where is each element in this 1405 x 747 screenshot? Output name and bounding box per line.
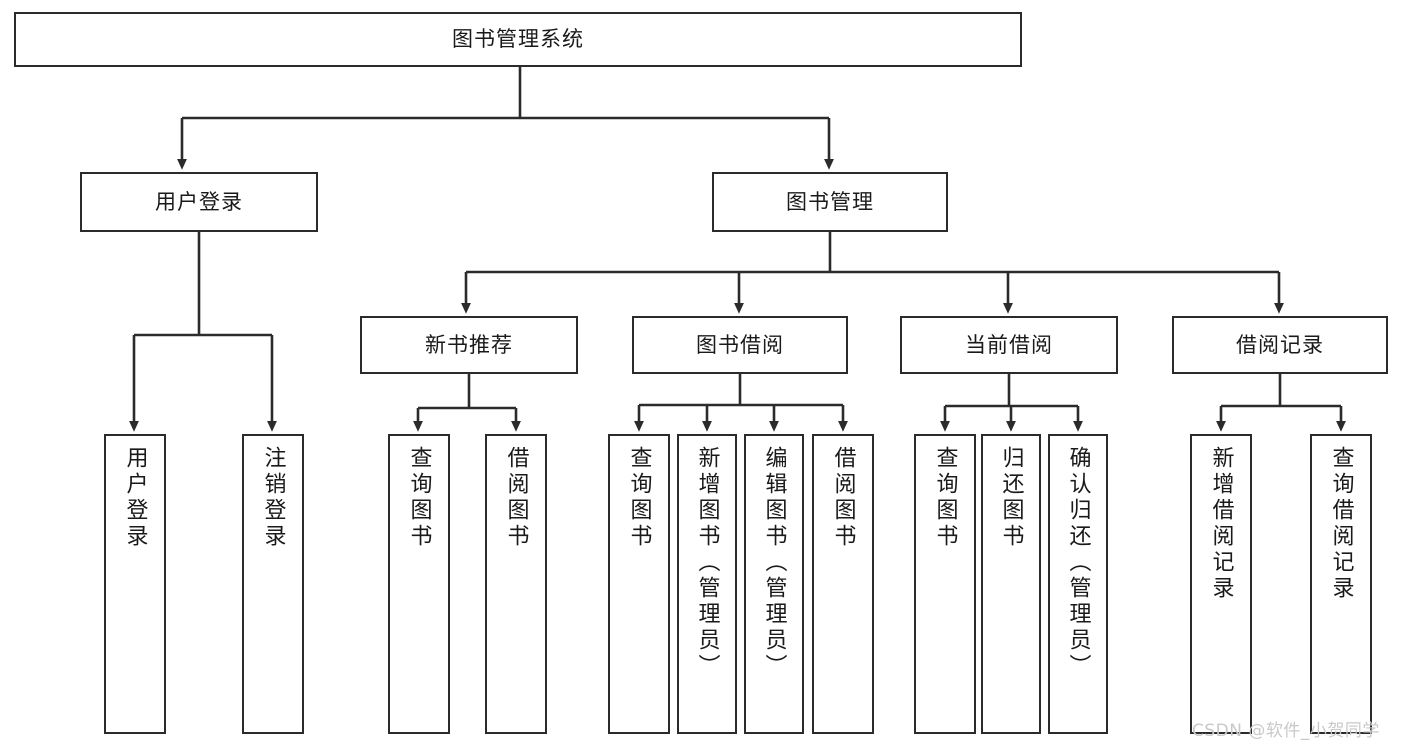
leaf-query-book-borrow[interactable]: 查询图书 (608, 434, 670, 734)
node-label: 新增借阅记录 (1208, 446, 1234, 602)
leaf-add-book-admin[interactable]: 新增图书（管理员） (677, 434, 737, 734)
node-root-system[interactable]: 图书管理系统 (14, 12, 1022, 67)
node-label: 归还图书 (998, 446, 1024, 550)
csdn-watermark: CSDN @软件_小贺同学 (1192, 721, 1380, 741)
node-label: 注销登录 (260, 446, 286, 550)
leaf-query-book-current[interactable]: 查询图书 (914, 434, 976, 734)
node-label: 查询借阅记录 (1328, 446, 1354, 602)
node-label: 用户登录 (122, 446, 148, 550)
node-user-login[interactable]: 用户登录 (80, 172, 318, 232)
node-label: 借阅记录 (1236, 332, 1324, 357)
leaf-edit-book-admin[interactable]: 编辑图书（管理员） (744, 434, 804, 734)
leaf-borrow-book-recommend[interactable]: 借阅图书 (485, 434, 547, 734)
leaf-add-borrow-record[interactable]: 新增借阅记录 (1190, 434, 1252, 734)
leaf-confirm-return-admin[interactable]: 确认归还（管理员） (1048, 434, 1108, 734)
leaf-query-book-recommend[interactable]: 查询图书 (388, 434, 450, 734)
node-label: 确认归还（管理员） (1065, 446, 1091, 680)
node-label: 图书管理系统 (452, 27, 584, 52)
node-label: 借阅图书 (830, 446, 856, 550)
leaf-query-borrow-record[interactable]: 查询借阅记录 (1310, 434, 1372, 734)
node-label: 图书管理 (786, 189, 874, 214)
node-label: 新书推荐 (425, 332, 513, 357)
node-current-borrow[interactable]: 当前借阅 (900, 316, 1118, 374)
node-label: 用户登录 (155, 189, 243, 214)
leaf-user-login[interactable]: 用户登录 (104, 434, 166, 734)
node-label: 查询图书 (406, 446, 432, 550)
leaf-return-book[interactable]: 归还图书 (981, 434, 1041, 734)
node-book-management[interactable]: 图书管理 (712, 172, 948, 232)
leaf-borrow-book[interactable]: 借阅图书 (812, 434, 874, 734)
node-label: 借阅图书 (503, 446, 529, 550)
leaf-logout[interactable]: 注销登录 (242, 434, 304, 734)
node-label: 编辑图书（管理员） (761, 446, 787, 680)
node-label: 图书借阅 (696, 332, 784, 357)
node-label: 当前借阅 (965, 332, 1053, 357)
node-borrow-records[interactable]: 借阅记录 (1172, 316, 1388, 374)
node-label: 新增图书（管理员） (694, 446, 720, 680)
node-label: 查询图书 (626, 446, 652, 550)
node-new-book-recommend[interactable]: 新书推荐 (360, 316, 578, 374)
node-label: 查询图书 (932, 446, 958, 550)
node-book-borrow[interactable]: 图书借阅 (632, 316, 848, 374)
